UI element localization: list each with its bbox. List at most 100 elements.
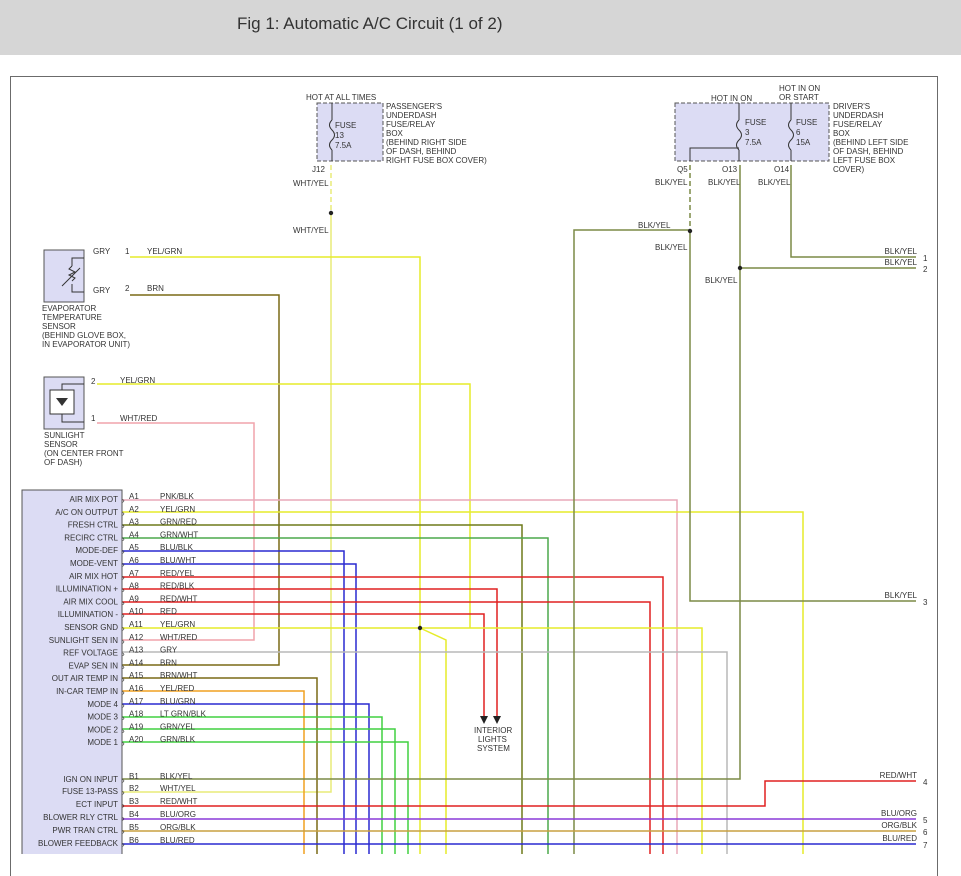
- right-connectors: BLK/YEL1BLK/YEL2BLK/YEL3RED/WHT4BLU/ORG5…: [880, 247, 928, 850]
- connector-chevron-icon: ›: [122, 827, 125, 836]
- connector-chevron-icon: ›: [122, 611, 125, 620]
- right-connector-num-7: 7: [923, 841, 928, 850]
- sun-pin2-num: 2: [91, 377, 96, 386]
- fuse3-rating: 7.5A: [745, 138, 762, 147]
- module-pin-wire-b5: ORG/BLK: [160, 823, 196, 832]
- connector-chevron-icon: ›: [122, 547, 125, 556]
- wire-a6: [122, 563, 357, 854]
- wire-a3: [122, 524, 523, 854]
- module-pin-id-b2: B2: [129, 784, 139, 793]
- wire-a15: [122, 677, 318, 854]
- connector-chevron-icon: ›: [122, 522, 125, 531]
- wht-yel-label-bottom: WHT/YEL: [293, 226, 329, 235]
- passenger-box-desc-6: RIGHT FUSE BOX COVER): [386, 156, 487, 165]
- module-pin-name-a14: EVAP SEN IN: [69, 661, 119, 670]
- connector-chevron-icon: ›: [122, 788, 125, 797]
- diagram-frame: [10, 76, 938, 876]
- interior-lights-label-0: INTERIOR: [474, 726, 512, 735]
- wire-a7: [122, 576, 664, 854]
- hot-at-all-times-label: HOT AT ALL TIMES: [306, 93, 376, 102]
- module-pin-id-a18: A18: [129, 710, 144, 719]
- sun-label-0: SUNLIGHT: [44, 431, 85, 440]
- driver-box-desc-2: FUSE/RELAY: [833, 120, 883, 129]
- module-pin-id-a7: A7: [129, 569, 139, 578]
- arrow-icon-a8: [493, 716, 501, 724]
- module-pin-id-a19: A19: [129, 722, 144, 731]
- wire-b3: [122, 780, 916, 807]
- evap-label-3: (BEHIND GLOVE BOX,: [42, 331, 126, 340]
- evap-label-2: SENSOR: [42, 322, 76, 331]
- terminal-q5: Q5: [677, 165, 688, 174]
- module-pin-id-a2: A2: [129, 505, 139, 514]
- module-pin-wire-b4: BLU/ORG: [160, 810, 196, 819]
- module-pin-wire-a14: BRN: [160, 658, 177, 667]
- driver-box-desc-5: OF DASH, BEHIND: [833, 147, 903, 156]
- passenger-box-desc-5: OF DASH, BEHIND: [386, 147, 456, 156]
- connector-chevron-icon: ›: [122, 662, 125, 671]
- module-pin-wire-b2: WHT/YEL: [160, 784, 196, 793]
- connector-chevron-icon: ›: [122, 739, 125, 748]
- right-connector-wire-3: BLK/YEL: [885, 591, 918, 600]
- module-pin-name-a9: AIR MIX COOL: [63, 597, 118, 606]
- right-connector-wire-2: BLK/YEL: [885, 258, 918, 267]
- driver-fuse-box-outline: [674, 102, 830, 162]
- module-pin-wire-a3: GRN/RED: [160, 518, 197, 527]
- sun-lead-2: [61, 383, 84, 390]
- right-connector-wire-7: BLU/RED: [882, 834, 917, 843]
- splice-dot-sensor-gnd: [417, 625, 423, 631]
- evap-pin1-num: 1: [125, 247, 130, 256]
- fuse3-branch: [689, 147, 739, 161]
- driver-fuse-box: HOT IN ON HOT IN ON OR START FUSE 3 7.5A…: [638, 84, 908, 285]
- wiring-diagram: HOT AT ALL TIMES FUSE 13 7.5A PASSENGER'…: [21, 84, 928, 854]
- splice-label-0: BLK/YEL: [638, 221, 671, 230]
- module-pin-id-a3: A3: [129, 518, 139, 527]
- interior-lights-label-1: LIGHTS: [478, 735, 507, 744]
- module-pin-wire-a8: RED/BLK: [160, 582, 195, 591]
- module-pin-name-b3: ECT INPUT: [76, 800, 118, 809]
- passenger-box-desc-4: (BEHIND RIGHT SIDE: [386, 138, 467, 147]
- passenger-box-desc-3: BOX: [386, 129, 404, 138]
- terminal-o14: O14: [774, 165, 790, 174]
- module-pin-name-a18: MODE 3: [87, 713, 118, 722]
- module-pin-id-a12: A12: [129, 633, 144, 642]
- module-pin-name-a15: OUT AIR TEMP IN: [52, 674, 118, 683]
- evap-pin2-wire: BRN: [147, 284, 164, 293]
- right-connector-num-1: 1: [923, 254, 928, 263]
- passenger-box-desc-2: FUSE/RELAY: [386, 120, 436, 129]
- module-pin-wire-a20: GRN/BLK: [160, 735, 196, 744]
- wire-a4: [122, 537, 549, 854]
- hot-in-on-or-start-label-0: HOT IN ON: [779, 84, 820, 93]
- module-pin-id-a13: A13: [129, 646, 144, 655]
- right-connector-wire-4: RED/WHT: [880, 771, 917, 780]
- fuse6-symbol: [788, 119, 794, 151]
- driver-box-desc-1: UNDERDASH: [833, 111, 884, 120]
- module-pin-id-a4: A4: [129, 530, 139, 539]
- wire-wht-yel-b2: [122, 215, 332, 793]
- connector-chevron-icon: ›: [122, 801, 125, 810]
- module-pin-name-a19: MODE 2: [87, 725, 118, 734]
- module-pin-wire-a11: YEL/GRN: [160, 620, 195, 629]
- module-pin-id-b4: B4: [129, 810, 139, 819]
- wire-a13: [122, 651, 728, 854]
- thermistor-arrow-icon: [61, 267, 81, 287]
- evap-label-1: TEMPERATURE: [42, 313, 102, 322]
- module-pin-id-a17: A17: [129, 697, 144, 706]
- splice-dots: [328, 210, 743, 631]
- photodiode-icon: [56, 398, 68, 406]
- evap-label-4: IN EVAPORATOR UNIT): [42, 340, 130, 349]
- right-connector-num-4: 4: [923, 778, 928, 787]
- evap-pin1-side-wire: GRY: [93, 247, 111, 256]
- interior-lights-label-2: SYSTEM: [477, 744, 510, 753]
- o14-wire-color: BLK/YEL: [758, 178, 791, 187]
- module-pin-id-a14: A14: [129, 658, 144, 667]
- wire-a2: [122, 511, 804, 854]
- figure-title: Fig 1: Automatic A/C Circuit (1 of 2): [237, 14, 503, 33]
- module-pin-name-a7: AIR MIX HOT: [69, 572, 118, 581]
- splice-label-2: BLK/YEL: [705, 276, 738, 285]
- wire-wht-red-sun: [97, 422, 255, 641]
- right-connector-wire-6: ORG/BLK: [881, 821, 917, 830]
- module-pin-name-a16: IN-CAR TEMP IN: [56, 687, 118, 696]
- module-pin-wire-a4: GRN/WHT: [160, 530, 198, 539]
- fuse3-symbol: [736, 119, 742, 151]
- module-pin-name-b4: BLOWER RLY CTRL: [43, 813, 118, 822]
